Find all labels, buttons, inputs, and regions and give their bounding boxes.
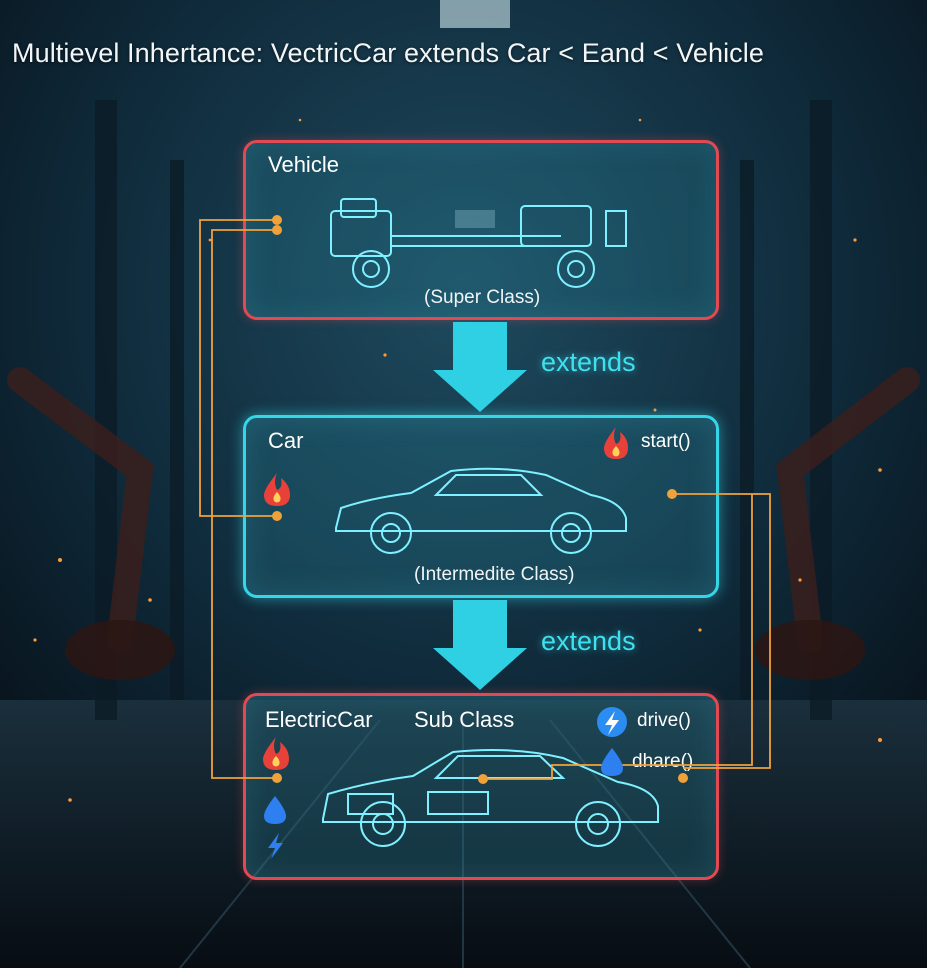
electric-car-method-drive: drive()	[637, 710, 691, 731]
extends-label-car-electric: extends	[541, 626, 636, 656]
electric-car-class-name: ElectricCar	[265, 707, 373, 732]
vehicle-class-role: (Super Class)	[424, 287, 541, 308]
chassis-wireframe-icon	[330, 198, 627, 288]
vehicle-class-name: Vehicle	[268, 152, 339, 177]
car-method-start: start()	[641, 431, 691, 452]
sedan-wireframe-icon	[335, 467, 627, 554]
electric-car-class-role: Sub Class	[414, 707, 515, 732]
diagram-title: Multievel Inhertance: VectricCar extends…	[12, 38, 765, 68]
car-class-role: (Intermedite Class)	[414, 564, 575, 585]
electric-sedan-wireframe-icon	[322, 749, 659, 847]
electric-car-method-dhare: dhare()	[632, 751, 694, 772]
extends-label-vehicle-car: extends	[541, 347, 636, 377]
car-class-name: Car	[268, 428, 304, 453]
vehicle-class-box	[243, 140, 719, 320]
